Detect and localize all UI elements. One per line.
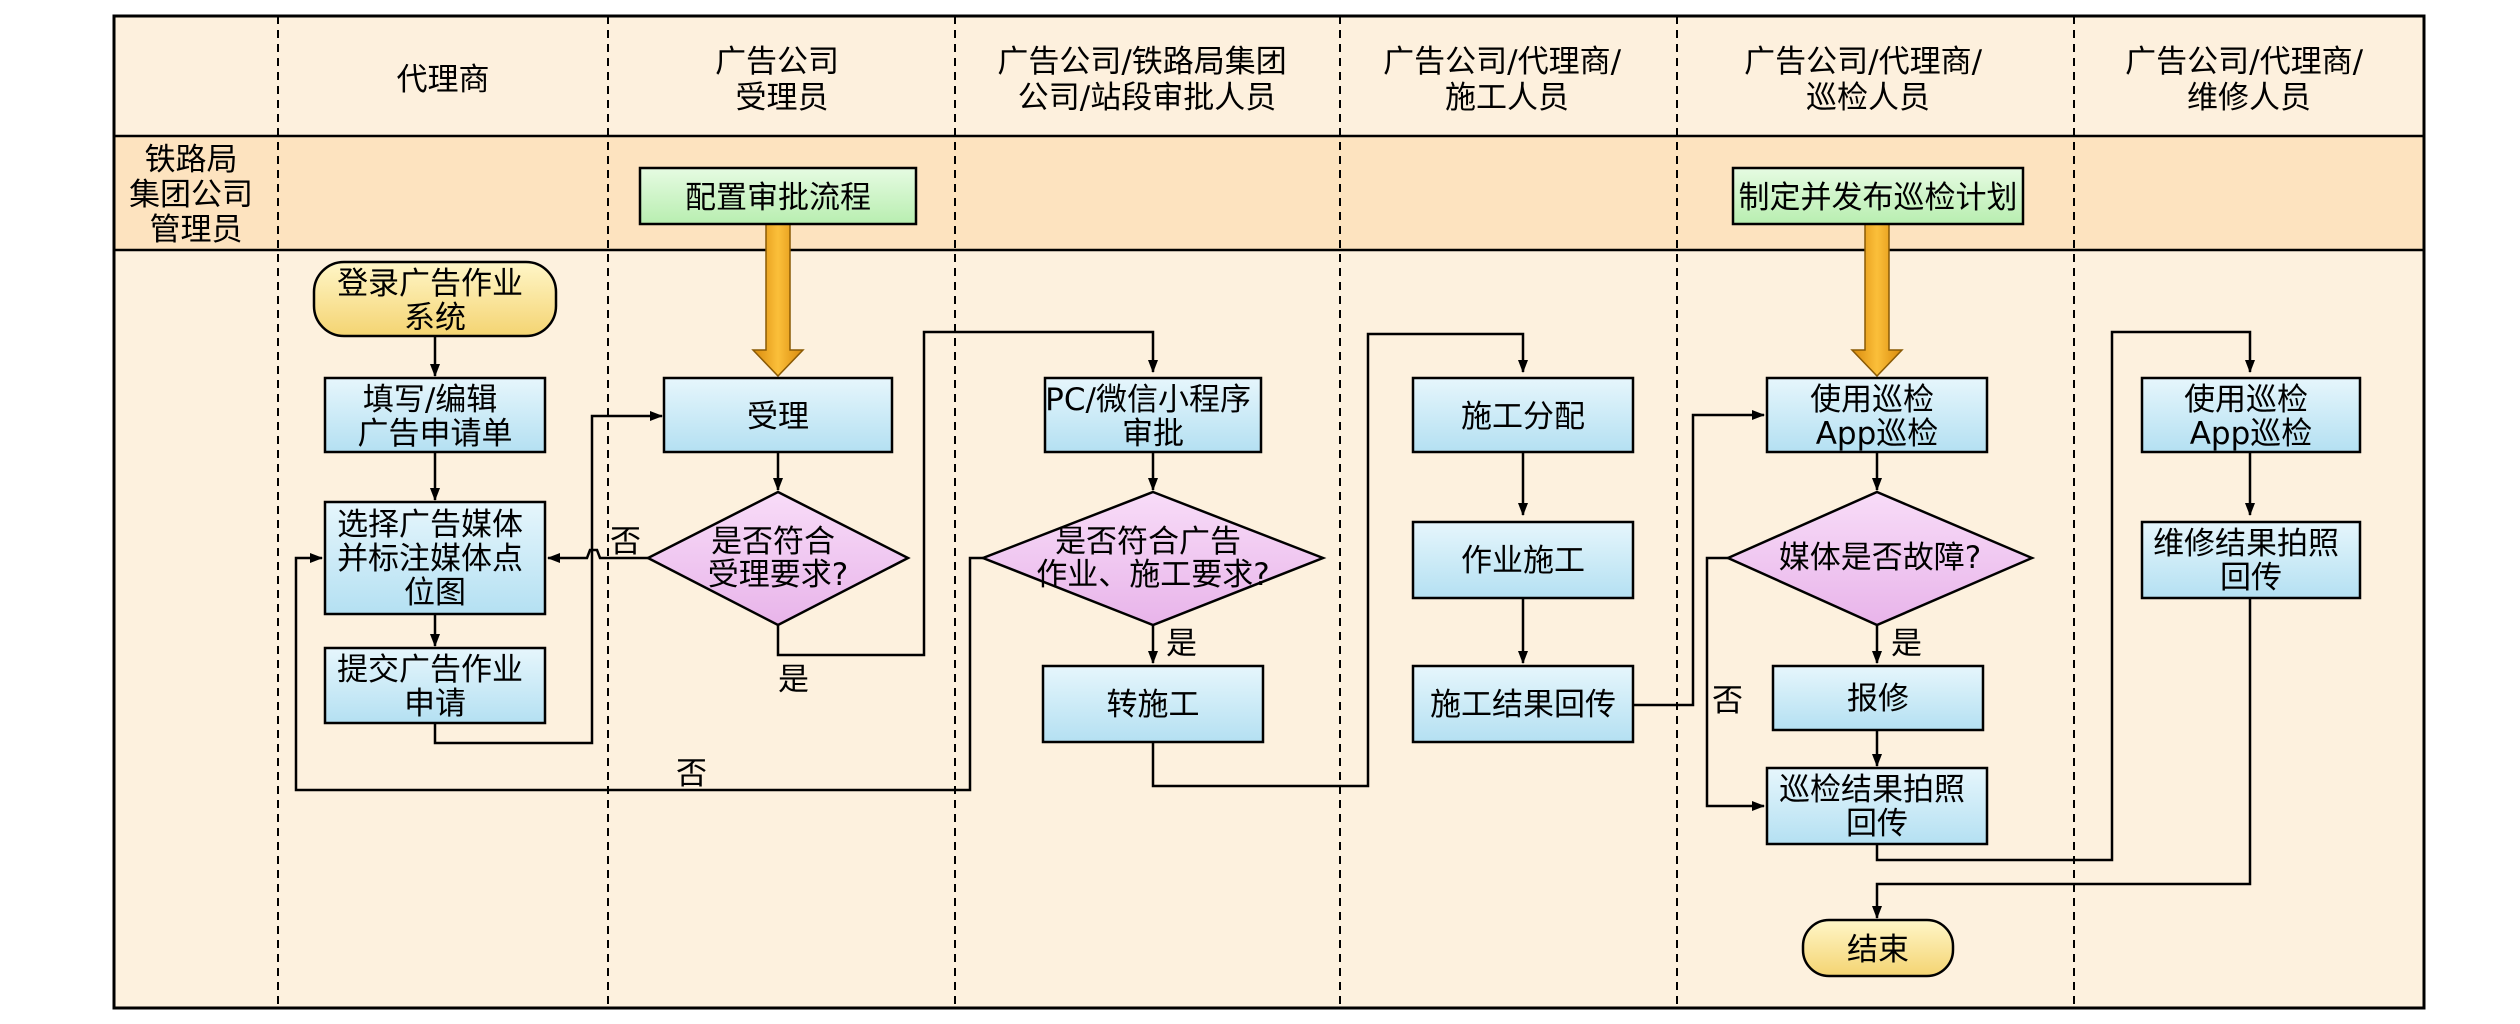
node-fill: 填写/编辑 广告申请单 — [323, 376, 547, 454]
svg-text:施工结果回传: 施工结果回传 — [1430, 687, 1616, 723]
node-report: 报修 — [1771, 664, 1985, 732]
node-patrolresult: 巡检结果拍照 回传 — [1765, 766, 1989, 846]
node-check1: 是否符合 受理要求? — [645, 490, 911, 627]
svg-text:结束: 结束 — [1847, 932, 1909, 968]
node-submit: 提交广告作业 申请 — [323, 646, 547, 725]
edge-labels: 否 是 是 否 是 否 — [610, 524, 1922, 792]
node-assign: 施工分配 — [1411, 376, 1635, 454]
node-work: 作业施工 — [1411, 520, 1635, 600]
svg-text:转施工: 转施工 — [1107, 687, 1200, 723]
svg-text:媒体是否故障?: 媒体是否故障? — [1779, 540, 1981, 576]
svg-text:填写/编辑 广告申请单: 填写/编辑 广告申请单 — [358, 382, 513, 452]
label-fault-yes: 是 — [1891, 626, 1922, 662]
lane-header-repair: 广告公司/代理商/ 维修人员 — [2125, 44, 2373, 116]
lane-headers: 代理商 广告公司 受理员 广告公司/铁路局集团 公司/站段审批人员 广告公司/代… — [397, 44, 2373, 116]
svg-text:使用巡检 App巡检: 使用巡检 App巡检 — [1810, 382, 1944, 452]
svg-text:施工分配: 施工分配 — [1461, 399, 1585, 435]
node-repairresult: 维修结果拍照 回传 — [2140, 520, 2362, 600]
label-check2-yes: 是 — [1166, 626, 1197, 662]
edge-repairresult-end — [1872, 598, 2252, 919]
svg-text:报修: 报修 — [1847, 681, 1909, 717]
edge-transfer-assign — [1151, 332, 1528, 788]
svg-text:维修结果拍照 回传: 维修结果拍照 回传 — [2153, 526, 2349, 596]
svg-text:巡检结果拍照 回传: 巡检结果拍照 回传 — [1779, 772, 1975, 842]
node-result: 施工结果回传 — [1411, 664, 1635, 744]
lane-header-build: 广告公司/代理商/ 施工人员 — [1383, 44, 1631, 116]
node-login: 登录广告作业 系统 — [312, 260, 558, 338]
edge-check1-yes — [776, 330, 1158, 657]
label-check2-no: 否 — [676, 756, 707, 792]
svg-text:配置审批流程: 配置审批流程 — [685, 180, 871, 216]
svg-text:使用巡检 App巡检: 使用巡检 App巡检 — [2184, 382, 2318, 452]
lane-separators — [277, 16, 2075, 1008]
edge-check2-no — [294, 553, 983, 792]
node-select: 选择广告媒体 并标注媒体点 位图 — [323, 500, 547, 616]
edge-submit-accept — [433, 411, 663, 745]
node-patrol: 使用巡检 App巡检 — [1765, 376, 1989, 454]
node-config-label: 配置审批流程 — [685, 180, 871, 216]
svg-text:受理: 受理 — [747, 399, 809, 435]
diagram-border — [112, 14, 2426, 1010]
svg-text:是否符合 受理要求?: 是否符合 受理要求? — [708, 524, 848, 593]
label-check1-yes: 是 — [778, 662, 809, 698]
body-row-bg — [114, 250, 2424, 1008]
node-config: 配置审批流程 — [638, 166, 918, 226]
node-plan: 制定并发布巡检计划 — [1731, 166, 2025, 226]
svg-text:提交广告作业 申请: 提交广告作业 申请 — [337, 652, 533, 722]
connectors — [294, 330, 2255, 919]
label-check1-no: 否 — [610, 524, 641, 560]
orange-arrow-config — [751, 221, 805, 378]
lane-header-agent: 代理商 — [397, 62, 490, 98]
header-row-bg — [114, 16, 2424, 136]
lane-header-approve: 广告公司/铁路局集团 公司/站段审批人员 — [997, 44, 1296, 116]
node-end: 结束 — [1801, 918, 1955, 978]
node-transfer: 转施工 — [1041, 664, 1265, 744]
edge-result-patrol — [1634, 410, 1765, 707]
edge-fault-no — [1705, 556, 1765, 811]
lane-header-patrol: 广告公司/代理商/ 巡检人员 — [1744, 44, 1992, 116]
admin-arrows — [751, 221, 1904, 378]
node-repairapp: 使用巡检 App巡检 — [2140, 376, 2362, 454]
svg-text:是否符合广告 作业、施工要求?: 是否符合广告 作业、施工要求? — [1036, 524, 1269, 593]
node-pcapprove: PC/微信小程序 审批 — [1043, 376, 1263, 454]
node-fault: 媒体是否故障? — [1724, 490, 2036, 627]
lane-header-accept: 广告公司 受理员 — [715, 44, 849, 116]
svg-text:PC/微信小程序 审批: PC/微信小程序 审批 — [1045, 382, 1261, 452]
svg-text:制定并发布巡检计划: 制定并发布巡检计划 — [1739, 180, 2018, 216]
svg-text:作业施工: 作业施工 — [1461, 543, 1585, 579]
label-fault-no: 否 — [1712, 683, 1743, 719]
node-plan-label: 制定并发布巡检计划 — [1739, 180, 2018, 216]
edge-patrolresult-repairapp — [1875, 330, 2255, 862]
node-accept: 受理 — [662, 376, 894, 454]
orange-arrow-plan — [1850, 221, 1904, 378]
svg-text:选择广告媒体 并标注媒体点 位图: 选择广告媒体 并标注媒体点 位图 — [337, 507, 533, 611]
svg-text:登录广告作业 系统: 登录广告作业 系统 — [337, 266, 533, 336]
edge-check1-no — [547, 548, 648, 563]
node-check2: 是否符合广告 作业、施工要求? — [979, 490, 1327, 627]
admin-row-bg — [114, 136, 2424, 250]
row-label-admin: 铁路局 集团公司 管理员 — [129, 142, 263, 248]
